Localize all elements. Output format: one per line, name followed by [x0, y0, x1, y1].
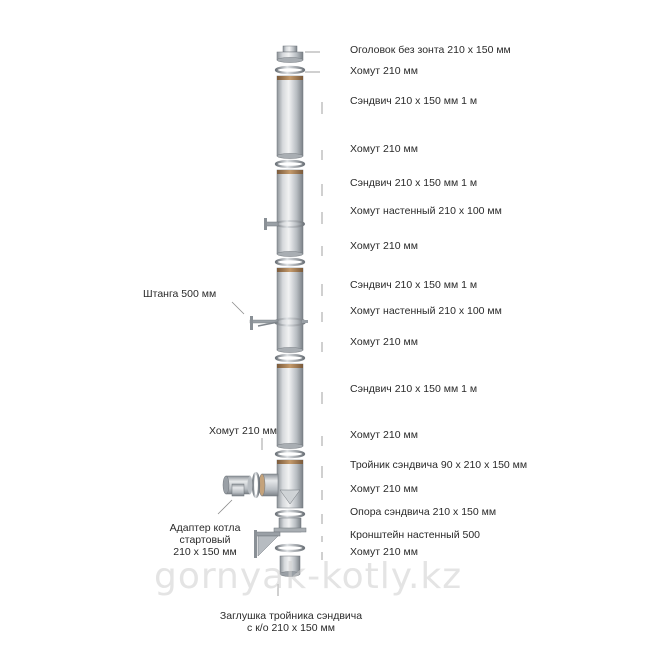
clamp-5-part — [276, 451, 304, 457]
label-clamp-6: Хомут 210 мм — [350, 483, 418, 495]
label-clamp-1: Хомут 210 мм — [350, 65, 418, 77]
watermark-text: gornyak-kotly.kz — [154, 556, 462, 597]
label-adapter-line-2: стартовый — [160, 534, 250, 546]
leader-rod — [232, 302, 244, 314]
label-adapter: Адаптер котла стартовый 210 х 150 мм — [160, 522, 250, 558]
clamp-3-part — [276, 259, 304, 265]
leader-adapter — [218, 500, 232, 514]
label-wall-clamp-2: Хомут настенный 210 х 100 мм — [350, 305, 502, 317]
label-adapter-line-1: Адаптер котла — [160, 522, 250, 534]
tee-part — [259, 460, 303, 508]
sandwich-4-part — [277, 364, 303, 449]
label-clamp-2: Хомут 210 мм — [350, 143, 418, 155]
wall-bracket-part — [254, 530, 280, 558]
label-tee-plug: Заглушка тройника сэндвича с к/о 210 х 1… — [206, 610, 376, 634]
support-part — [274, 518, 306, 532]
label-sandwich-2: Сэндвич 210 х 150 мм 1 м — [350, 177, 477, 189]
cap-part — [277, 46, 303, 63]
label-clamp-3: Хомут 210 мм — [350, 240, 418, 252]
label-tee-plug-line-2: с к/о 210 х 150 мм — [206, 622, 376, 634]
label-tee-plug-line-1: Заглушка тройника сэндвича — [206, 610, 376, 622]
clamp-7-part — [276, 545, 304, 551]
label-sandwich-1: Сэндвич 210 х 150 мм 1 м — [350, 95, 477, 107]
label-clamp-4: Хомут 210 мм — [350, 336, 418, 348]
clamp-6-part — [276, 511, 304, 517]
clamp-2-part — [276, 161, 304, 167]
label-sandwich-3: Сэндвич 210 х 150 мм 1 м — [350, 279, 477, 291]
clamp-left-part — [253, 473, 259, 497]
sandwich-2-part — [277, 170, 303, 257]
label-sandwich-4: Сэндвич 210 х 150 мм 1 м — [350, 383, 477, 395]
label-wall-clamp-1: Хомут настенный 210 х 100 мм — [350, 205, 502, 217]
label-support: Опора сэндвича 210 х 150 мм — [350, 506, 496, 518]
adapter-part — [223, 476, 253, 496]
label-tee: Тройник сэндвича 90 х 210 х 150 мм — [350, 459, 527, 471]
sandwich-3-part — [277, 268, 303, 353]
label-wall-bracket: Кронштейн настенный 500 — [350, 529, 480, 541]
label-cap: Оголовок без зонта 210 х 150 мм — [350, 44, 511, 56]
clamp-4-part — [276, 355, 304, 361]
label-clamp-5: Хомут 210 мм — [350, 429, 418, 441]
clamp-1-part — [276, 67, 304, 73]
label-clamp-left: Хомут 210 мм — [209, 425, 277, 437]
label-rod: Штанга 500 мм — [143, 288, 216, 300]
sandwich-1-part — [277, 76, 303, 159]
